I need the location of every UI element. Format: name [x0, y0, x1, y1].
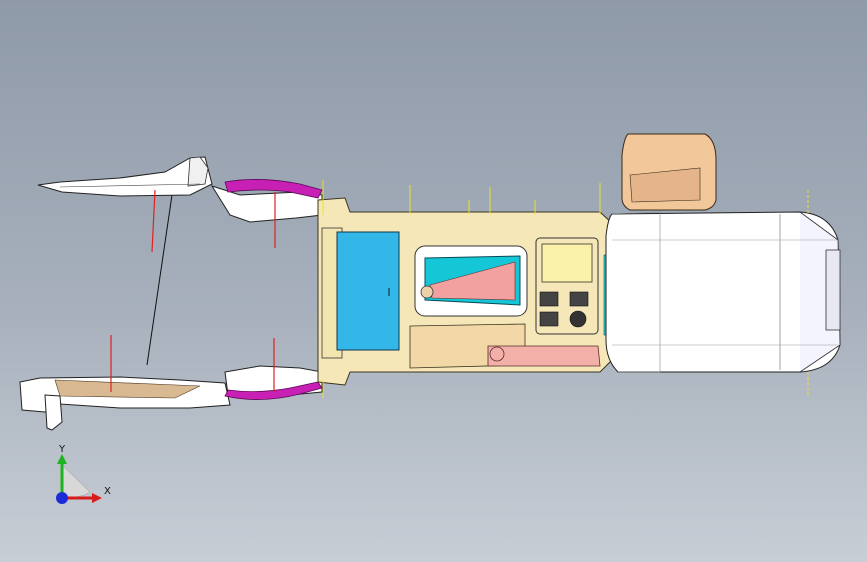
upper-arm[interactable] [37, 156, 323, 253]
main-body[interactable] [317, 197, 616, 386]
triad-axes [56, 454, 102, 504]
y-axis-label: Y [59, 444, 66, 455]
construction-lines [322, 180, 809, 398]
upper-arm-cylinder [224, 179, 323, 199]
lower-arm[interactable] [19, 335, 323, 431]
engine-hood[interactable] [605, 211, 841, 373]
counterweight[interactable] [621, 133, 717, 211]
center-line [146, 194, 173, 366]
coordinate-triad: Y X [40, 440, 120, 520]
x-axis-label: X [104, 486, 111, 497]
z-axis-dot [56, 492, 68, 504]
cabin-glass-panel [336, 231, 400, 351]
